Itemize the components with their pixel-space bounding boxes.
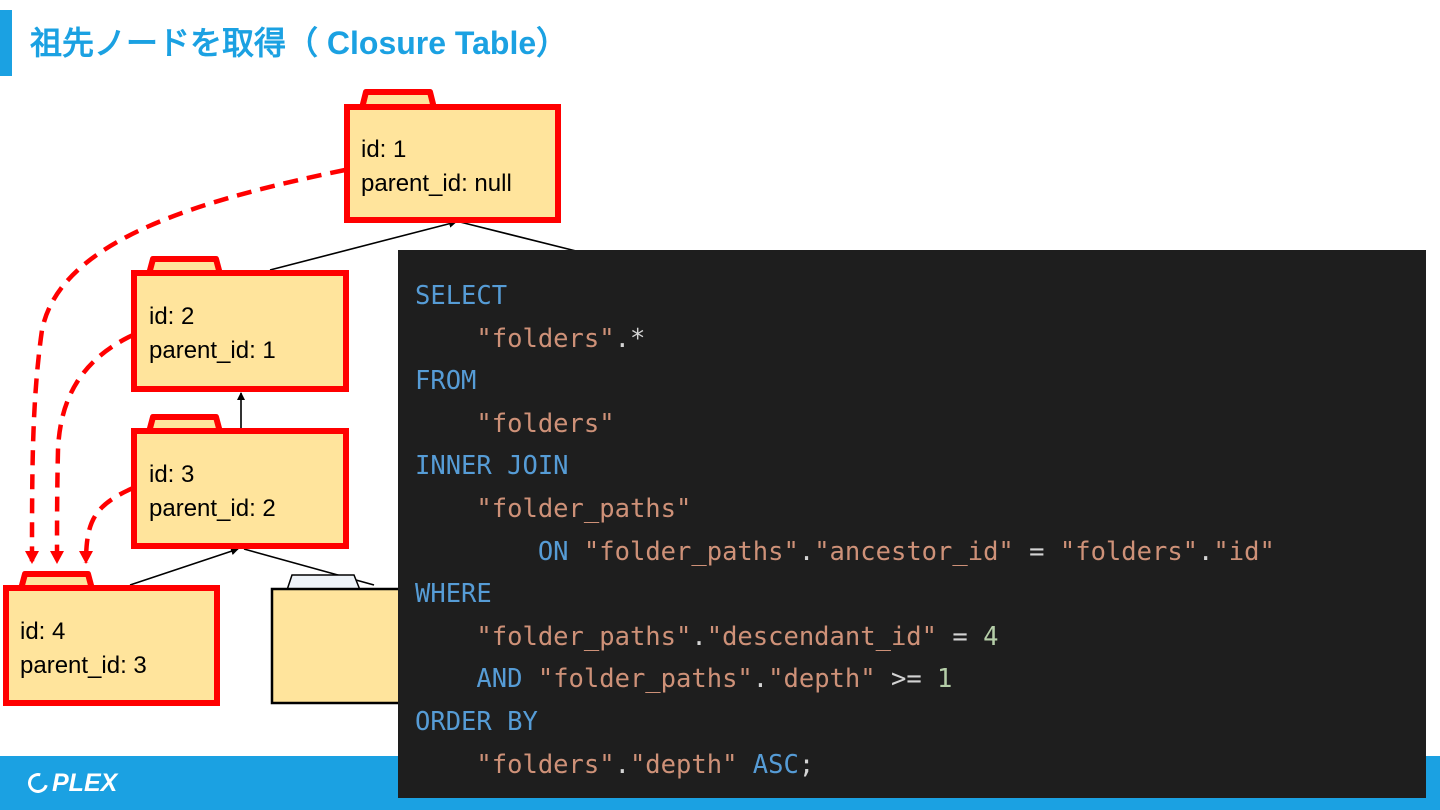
edge-4-to-3 xyxy=(129,547,239,586)
folder-node-2 xyxy=(131,256,349,392)
sql-keyword: ON xyxy=(537,536,569,567)
code-line: SELECT xyxy=(415,275,1275,318)
slide-title: 祖先ノードを取得（ Closure Table） xyxy=(30,25,569,61)
node-3-id: id: 3 xyxy=(149,461,195,488)
ancestor-arrows xyxy=(25,167,346,564)
sql-text xyxy=(737,750,752,780)
node-1-label: id: 1 parent_id: null xyxy=(361,133,512,201)
sql-keyword: INNER JOIN xyxy=(415,451,569,482)
node-2-label: id: 2 parent_id: 1 xyxy=(149,300,276,368)
code-line: ORDER BY xyxy=(415,701,1275,744)
sql-text xyxy=(415,750,476,780)
sql-identifier: "folder_paths" xyxy=(537,664,753,695)
node-4-parent: parent_id: 3 xyxy=(20,652,147,679)
sql-keyword: ASC xyxy=(752,749,799,780)
node-3-parent: parent_id: 2 xyxy=(149,495,276,522)
folder-node-1 xyxy=(344,89,561,223)
folder-node-other xyxy=(270,574,424,705)
plex-logo-icon xyxy=(24,769,52,797)
code-line: "folders" xyxy=(415,403,1275,446)
node-4-id: id: 4 xyxy=(20,618,66,645)
node-2-parent: parent_id: 1 xyxy=(149,337,276,364)
sql-keyword: WHERE xyxy=(415,579,492,610)
sql-text xyxy=(415,494,476,524)
folder-node-3 xyxy=(131,414,349,549)
ancestor-arrow-node2 xyxy=(50,332,134,564)
sql-text xyxy=(415,409,476,439)
sql-identifier: "folders" xyxy=(476,323,615,354)
sql-keyword: FROM xyxy=(415,366,477,397)
sql-keyword: SELECT xyxy=(415,281,508,311)
code-line: "folder_paths"."descendant_id" = 4 xyxy=(415,616,1275,659)
edge-sibling-to-1 xyxy=(459,221,581,253)
sql-identifier: "folders" xyxy=(476,408,615,439)
sql-identifier: "folders" xyxy=(476,749,615,780)
plex-logo-text: PLEX xyxy=(52,768,118,797)
sql-text: = xyxy=(937,621,984,652)
sql-text: . xyxy=(1198,536,1214,567)
sql-text: = xyxy=(1013,536,1060,567)
code-line: "folders".* xyxy=(415,318,1275,361)
sql-identifier: "folder_paths" xyxy=(583,536,799,567)
edge-2-to-1 xyxy=(269,219,457,271)
node-1-id: id: 1 xyxy=(361,136,407,163)
sql-keyword: ORDER BY xyxy=(415,706,538,737)
ancestor-arrow-node3 xyxy=(79,485,134,564)
sql-text: >= xyxy=(875,664,938,695)
title-accent-bar xyxy=(0,10,12,76)
sql-text: . xyxy=(691,621,707,652)
sql-text: . xyxy=(752,664,769,695)
code-line: "folders"."depth" ASC; xyxy=(415,744,1275,787)
sql-text xyxy=(415,664,476,694)
code-line: AND "folder_paths"."depth" >= 1 xyxy=(415,658,1275,701)
code-line: FROM xyxy=(415,360,1275,403)
folder-node-4 xyxy=(3,571,220,706)
sql-identifier: "depth" xyxy=(629,749,738,780)
sql-text xyxy=(415,537,538,567)
sql-identifier: "depth" xyxy=(768,664,876,695)
sql-number: 1 xyxy=(937,664,953,695)
code-line: WHERE xyxy=(415,573,1275,616)
code-line: INNER JOIN xyxy=(415,445,1275,488)
sql-text xyxy=(415,324,476,354)
sql-identifier: "ancestor_id" xyxy=(814,536,1014,567)
sql-keyword: AND xyxy=(476,664,523,695)
sql-identifier: "id" xyxy=(1213,536,1275,567)
sql-identifier: "folder_paths" xyxy=(476,621,692,652)
sql-text: . xyxy=(798,536,815,567)
sql-text xyxy=(415,622,476,652)
code-line: ON "folder_paths"."ancestor_id" = "folde… xyxy=(415,531,1275,574)
sql-identifier: "descendant_id" xyxy=(706,621,938,652)
sql-text: . xyxy=(614,749,630,780)
node-2-id: id: 2 xyxy=(149,303,195,330)
sql-identifier: "folders" xyxy=(1059,536,1199,567)
sql-text: .* xyxy=(614,323,646,354)
sql-number: 4 xyxy=(983,621,999,652)
node-1-parent: parent_id: null xyxy=(361,170,512,197)
sql-text xyxy=(569,537,584,567)
sql-text xyxy=(522,664,537,694)
code-line: "folder_paths" xyxy=(415,488,1275,531)
ancestor-arrow-node1 xyxy=(25,167,346,564)
plex-logo: PLEX xyxy=(24,768,118,798)
sql-identifier: "folder_paths" xyxy=(476,493,692,524)
sql-code-panel: SELECT "folders".*FROM "folders"INNER JO… xyxy=(398,250,1426,798)
node-3-label: id: 3 parent_id: 2 xyxy=(149,458,276,526)
sql-code-block: SELECT "folders".*FROM "folders"INNER JO… xyxy=(415,275,1275,786)
node-4-label: id: 4 parent_id: 3 xyxy=(20,615,147,683)
sql-text: ; xyxy=(798,749,815,780)
